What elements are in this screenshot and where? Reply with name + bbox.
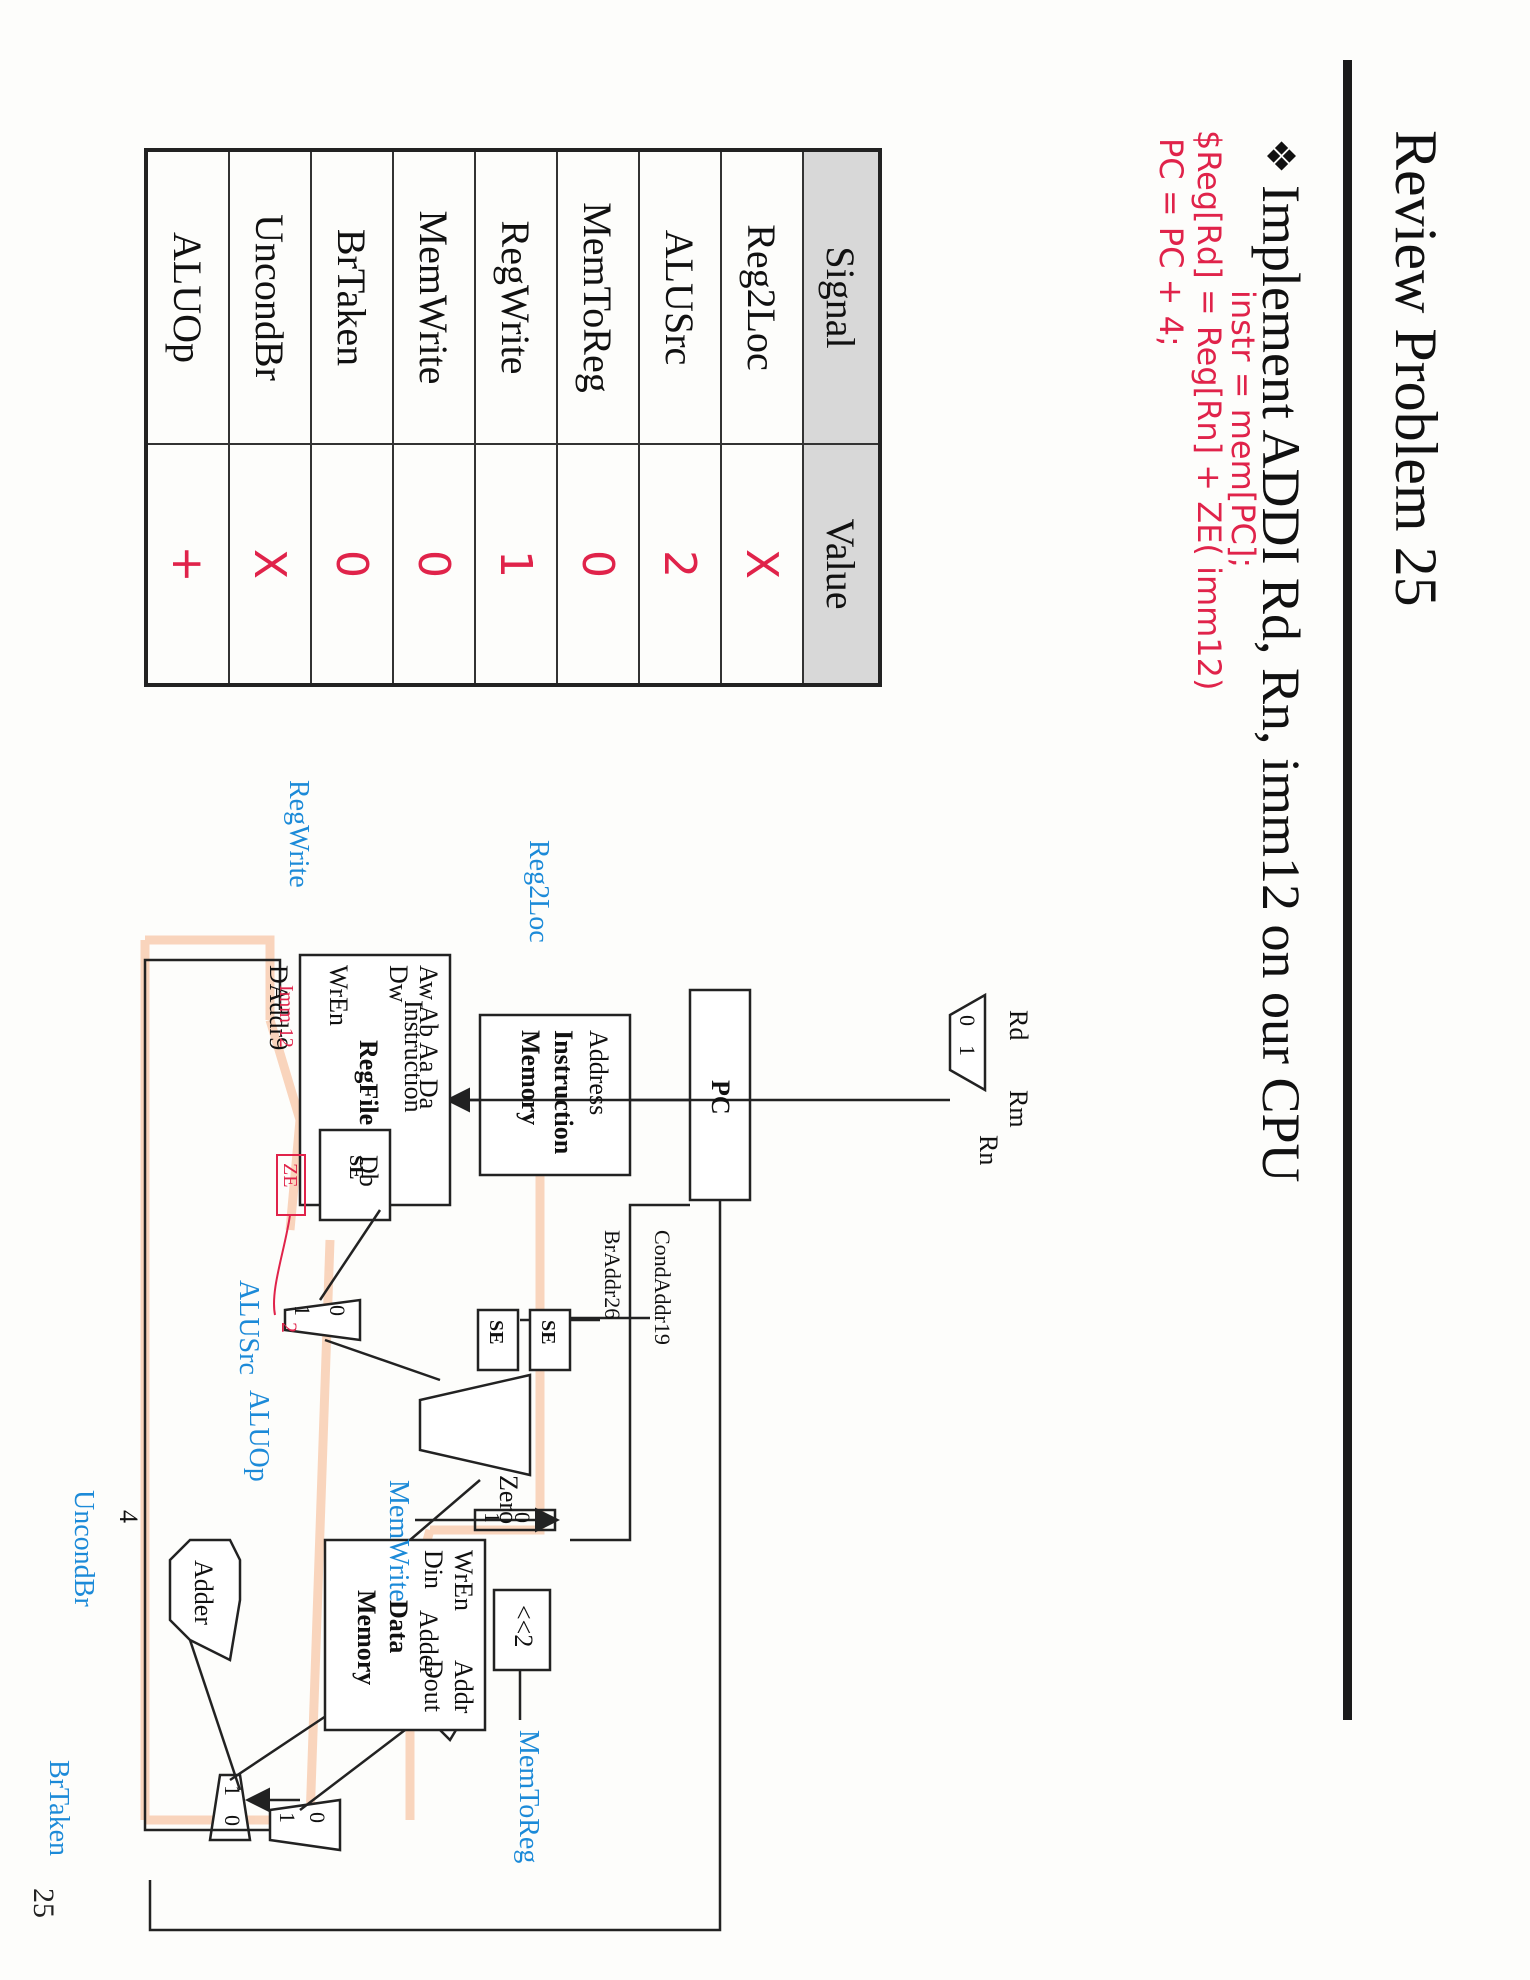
braddr-label: BrAddr26 bbox=[600, 1230, 625, 1319]
mux-alusrc bbox=[283, 1298, 362, 1342]
mux-reg2loc-0: 0 bbox=[955, 1015, 980, 1026]
se-box-br bbox=[476, 1308, 520, 1372]
dmem-wren-label: WrEn bbox=[449, 1550, 478, 1611]
mux-reg2loc-1: 1 bbox=[955, 1045, 980, 1056]
dmem-din-label: Din bbox=[419, 1550, 448, 1589]
instruction-label: Instruction bbox=[399, 1000, 428, 1113]
signal-regwrite: RegWrite bbox=[283, 780, 314, 888]
wire-alu-dmem bbox=[409, 1479, 481, 1541]
dmem-name-1: Data bbox=[384, 1600, 413, 1653]
signal-alusrc: ALUSrc bbox=[233, 1280, 264, 1375]
signal-uncondbr: UncondBr bbox=[68, 1490, 99, 1607]
regfile-db-label: Db bbox=[354, 1155, 383, 1187]
regfile-dw-label: Dw bbox=[384, 965, 413, 1003]
se-box-daddr bbox=[318, 1128, 392, 1222]
imm12-label: Imm 12 bbox=[275, 985, 297, 1048]
mux-memtoreg-0: 0 bbox=[305, 1812, 330, 1823]
rm-label: Rm bbox=[1004, 1090, 1033, 1128]
dmem-name-2: Memory bbox=[352, 1590, 381, 1685]
regfile-name-label: RegFile bbox=[354, 1040, 383, 1125]
dmem-dout-label: Dout bbox=[419, 1660, 448, 1713]
mux-reg2loc bbox=[948, 992, 987, 1093]
mux-memtoreg-1: 1 bbox=[275, 1812, 300, 1823]
rd-label: Rd bbox=[1004, 1010, 1033, 1040]
page-number: 25 bbox=[27, 1888, 60, 1918]
se-cond-label: SE bbox=[537, 1320, 559, 1344]
constant-four: 4 bbox=[114, 1510, 143, 1523]
shift-box bbox=[492, 1588, 552, 1672]
daddr-label: DAddr9 bbox=[264, 965, 293, 1050]
imem-label-1: Instruction bbox=[549, 1030, 578, 1155]
imem-address-label: Address bbox=[584, 1030, 613, 1115]
wire-pc-feedback bbox=[148, 1200, 722, 1932]
mux-brtaken-1: 1 bbox=[220, 1785, 245, 1796]
mux-alusrc-1: 1 bbox=[290, 1305, 315, 1316]
se-daddr-label: SE bbox=[345, 1155, 367, 1179]
mux-memtoreg bbox=[268, 1798, 342, 1852]
wire-pc-adders bbox=[570, 1203, 690, 1542]
adder-pc4 bbox=[168, 1538, 242, 1662]
regfile-wren-label: WrEn bbox=[324, 965, 353, 1026]
instruction-memory-box bbox=[478, 1013, 632, 1177]
signal-memtoreg: MemToReg bbox=[513, 1730, 544, 1863]
mux-brtaken bbox=[208, 1773, 252, 1842]
adder-pc4-label: Adder bbox=[189, 1560, 218, 1625]
se-br-label: SE bbox=[485, 1320, 507, 1344]
ze-label: ZE bbox=[279, 1163, 301, 1187]
rn-label: Rn bbox=[974, 1135, 1003, 1165]
signal-aluop: ALUOp bbox=[243, 1390, 274, 1482]
wire-writeback bbox=[143, 958, 282, 1832]
mux-alusrc-0: 0 bbox=[325, 1305, 350, 1316]
mux-brtaken-0: 0 bbox=[220, 1815, 245, 1826]
condaddr-label: CondAddr19 bbox=[650, 1230, 675, 1345]
mux-alusrc-2: 2 bbox=[277, 1322, 302, 1333]
imem-label-2: Memory bbox=[516, 1030, 545, 1125]
ze-wire bbox=[273, 1214, 291, 1316]
wire-dmem-mux bbox=[299, 1729, 406, 1811]
wire-db-mux bbox=[318, 1209, 382, 1301]
signal-reg2loc: Reg2Loc bbox=[523, 840, 554, 943]
mux-uncondbr-1: 1 bbox=[480, 1512, 505, 1523]
wire-mux-alu bbox=[324, 1338, 441, 1382]
regfile-ports-label: Aw Ab Aa Da bbox=[414, 965, 443, 1110]
se-box-cond bbox=[528, 1308, 572, 1372]
shift-label: <<2 bbox=[509, 1605, 538, 1647]
wire-adder4-mux bbox=[188, 1639, 242, 1791]
dmem-addr-label: Addr bbox=[449, 1660, 478, 1714]
alu-shape bbox=[418, 1373, 532, 1477]
signal-brtaken: BrTaken bbox=[43, 1760, 74, 1856]
mux-uncondbr-0: 0 bbox=[510, 1512, 535, 1523]
adder-branch-label: Adder bbox=[414, 1610, 443, 1675]
zero-label: Zero bbox=[494, 1475, 523, 1524]
signal-memwrite: MemWrite bbox=[383, 1480, 414, 1602]
pc-label: PC bbox=[706, 1080, 735, 1115]
ze-box bbox=[276, 1154, 306, 1216]
